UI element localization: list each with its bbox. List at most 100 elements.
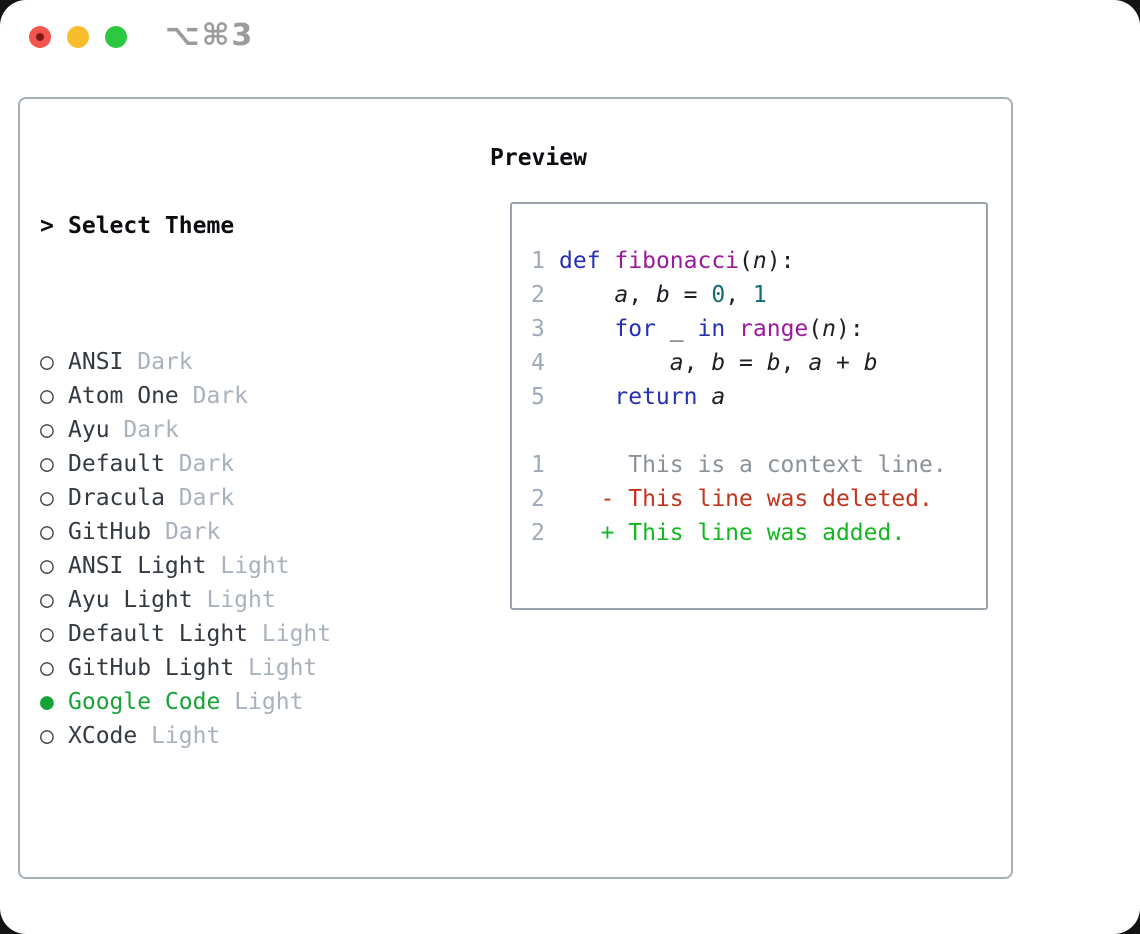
- code-token: return: [614, 384, 698, 410]
- code-token: =: [669, 282, 712, 308]
- theme-variant: Light: [220, 553, 290, 579]
- gap: [206, 553, 220, 579]
- radio-unselected-icon: ○: [40, 349, 54, 375]
- theme-name: Ayu Light: [68, 587, 193, 613]
- code-token: 0: [711, 282, 726, 308]
- code-token: [559, 282, 614, 308]
- code-token: for: [614, 316, 656, 342]
- diff-line-added: 2 + This line was added.: [531, 516, 986, 550]
- code-line: 5 return a: [531, 380, 986, 414]
- theme-list: ○ANSI Dark○Atom One Dark○Ayu Dark○Defaul…: [40, 345, 452, 753]
- theme-option[interactable]: ○GitHub Dark: [40, 515, 452, 549]
- gap: [248, 621, 262, 647]
- code-token: in: [697, 316, 726, 342]
- code-token: n: [752, 248, 767, 274]
- line-number: 1: [531, 452, 545, 478]
- code-token: [559, 350, 670, 376]
- code-token: (: [808, 316, 823, 342]
- code-token: This is a context line.: [559, 452, 947, 478]
- theme-name: GitHub: [68, 519, 152, 545]
- code-token: range: [739, 316, 809, 342]
- theme-option[interactable]: ○XCode Light: [40, 719, 452, 753]
- code-token: def: [559, 248, 601, 274]
- code-token: [725, 316, 739, 342]
- radio-unselected-icon: ○: [40, 655, 54, 681]
- theme-selector: >Select Theme ○ANSI Dark○Atom One Dark○A…: [40, 141, 452, 934]
- theme-name: Google Code: [68, 689, 221, 715]
- code-token: [559, 384, 614, 410]
- zoom-button[interactable]: [105, 26, 127, 48]
- theme-variant: Dark: [137, 349, 193, 375]
- code-token: (: [739, 248, 753, 274]
- code-token: ,: [725, 282, 753, 308]
- line-number: 2: [531, 282, 545, 308]
- theme-variant: Dark: [123, 417, 179, 443]
- gap: [234, 655, 248, 681]
- line-number: 2: [531, 520, 545, 546]
- radio-unselected-icon: ○: [40, 451, 54, 477]
- theme-name: GitHub Light: [68, 655, 235, 681]
- radio-unselected-icon: ○: [40, 587, 54, 613]
- code-token: [601, 248, 615, 274]
- diff-line-deleted: 2 - This line was deleted.: [531, 482, 986, 516]
- theme-option[interactable]: ○ ANSI Light Light: [40, 549, 452, 583]
- code-token: b: [655, 282, 670, 308]
- code-token: ,: [628, 282, 656, 308]
- code-token: b: [863, 350, 878, 376]
- code-token: ,: [683, 350, 712, 376]
- code-token: a: [711, 384, 726, 410]
- code-token: b: [766, 350, 781, 376]
- radio-selected-icon: ●: [40, 689, 54, 715]
- code-token: a: [669, 350, 684, 376]
- theme-variant: Light: [234, 689, 304, 715]
- radio-unselected-icon: ○: [40, 621, 54, 647]
- close-dot-icon: [36, 33, 44, 41]
- theme-variant: Light: [151, 723, 221, 749]
- radio-unselected-icon: ○: [40, 519, 54, 545]
- code-token: ,: [780, 350, 809, 376]
- theme-option[interactable]: ● Google Code Light: [40, 685, 452, 719]
- theme-option[interactable]: ○ Default Dark: [40, 447, 452, 481]
- select-theme-header: >Select Theme: [40, 209, 452, 243]
- code-token: a: [808, 350, 823, 376]
- code-line: 2 a, b = 0, 1: [531, 278, 986, 312]
- theme-option[interactable]: ○Default Light Light: [40, 617, 452, 651]
- line-number: 3: [531, 316, 545, 342]
- gap: [165, 485, 179, 511]
- theme-option[interactable]: ○ANSI Dark: [40, 345, 452, 379]
- line-number: 5: [531, 384, 545, 410]
- code-token: [697, 384, 711, 410]
- theme-option[interactable]: ○Ayu Dark: [40, 413, 452, 447]
- theme-name: Atom One: [68, 383, 179, 409]
- code-token: b: [711, 350, 726, 376]
- theme-variant: Dark: [178, 485, 235, 511]
- theme-variant: Light: [261, 621, 332, 647]
- theme-name: ANSI Light: [68, 553, 207, 579]
- code-line: 3 for _ in range(n):: [531, 312, 986, 346]
- theme-variant: Dark: [178, 451, 235, 477]
- radio-unselected-icon: ○: [40, 723, 54, 749]
- code-token: +: [822, 350, 864, 376]
- theme-option[interactable]: ○Ayu Light Light: [40, 583, 452, 617]
- close-button[interactable]: [29, 26, 51, 48]
- radio-unselected-icon: ○: [40, 553, 54, 579]
- code-token: + This line was added.: [559, 520, 906, 546]
- gap: [151, 519, 165, 545]
- theme-option[interactable]: ○Atom One Dark: [40, 379, 452, 413]
- line-number: 1: [531, 248, 545, 274]
- code-token: 1: [752, 282, 767, 308]
- theme-option[interactable]: ○GitHub Light Light: [40, 651, 452, 685]
- minimize-button[interactable]: [67, 26, 89, 48]
- line-number: 4: [531, 350, 545, 376]
- theme-name: Default: [68, 451, 165, 477]
- code-token: _: [655, 316, 698, 342]
- window-title: ⌥⌘3: [165, 18, 255, 53]
- code-token: fibonacci: [614, 248, 740, 274]
- gap: [165, 451, 179, 477]
- diff-line-context: 1 This is a context line.: [531, 448, 986, 482]
- theme-option[interactable]: ○Dracula Dark: [40, 481, 452, 515]
- code-token: n: [822, 316, 837, 342]
